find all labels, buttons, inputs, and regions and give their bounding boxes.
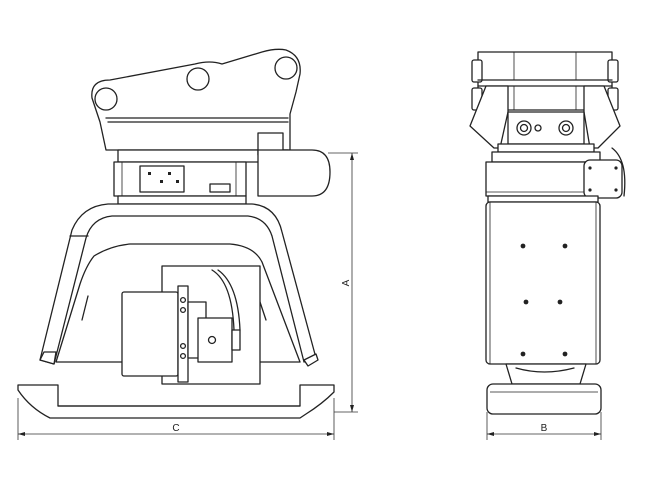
vibration-motor <box>121 265 261 385</box>
compaction-plate <box>17 384 335 419</box>
front-rotator <box>485 147 626 203</box>
swivel-motor <box>583 159 623 199</box>
dimension-a: A <box>328 152 358 413</box>
front-coupler <box>469 85 621 163</box>
front-view: B <box>469 51 626 440</box>
dimension-b-label: B <box>541 423 548 434</box>
dimension-a-label: A <box>341 279 352 286</box>
dimension-b: B <box>486 412 602 440</box>
hitch-pin-hole-right <box>274 56 298 80</box>
dimension-c-label: C <box>172 423 179 434</box>
hitch-bracket <box>91 48 301 151</box>
front-plate <box>486 383 602 415</box>
dimension-c: C <box>17 398 335 440</box>
rotator-nameplate <box>139 165 185 193</box>
hydraulic-port-small <box>534 124 542 132</box>
front-body <box>485 201 601 385</box>
hitch-pin-hole-middle <box>186 67 210 91</box>
swivel-motor-cap <box>257 149 331 197</box>
side-view: A C <box>17 48 358 440</box>
motor-housing <box>121 291 179 377</box>
hitch-pin-hole-left <box>94 87 118 111</box>
